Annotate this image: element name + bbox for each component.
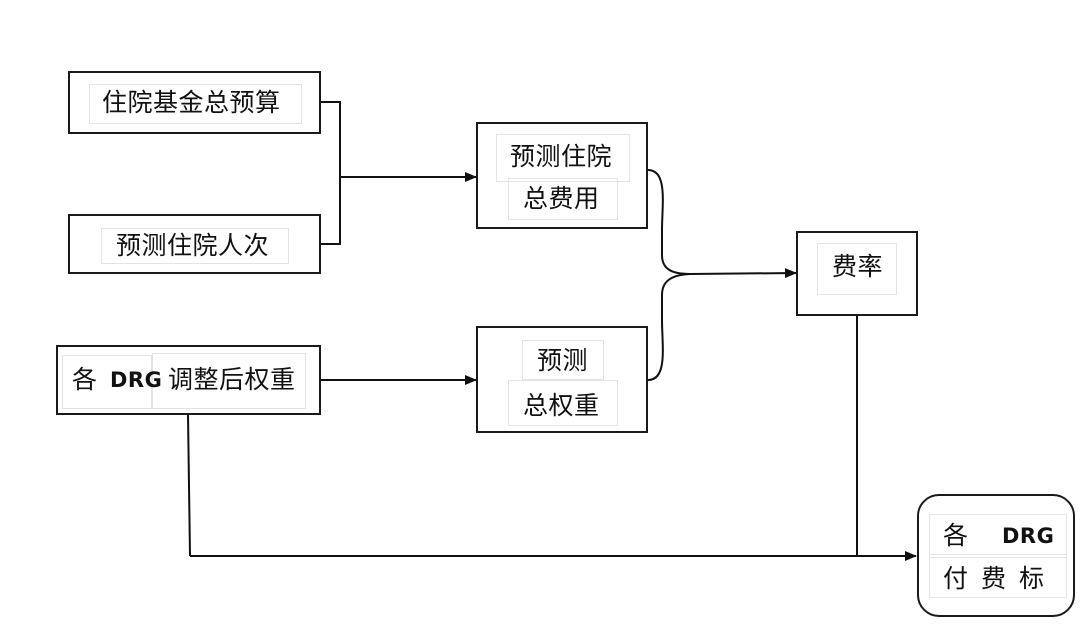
predicted-total-cost-box: 预测住院 总费用 (476, 122, 648, 229)
connector-total-cost-to-merge (647, 169, 691, 275)
rate-label: 费率 (832, 252, 884, 281)
label-frame (496, 134, 630, 182)
label-frame (522, 340, 604, 380)
rate-box: 费率 (796, 231, 918, 316)
label-frame (508, 178, 618, 220)
drg-adjusted-weight-drg: DRG (110, 368, 163, 392)
drg-adjusted-weight-box: 各 DRG 调整后权重 (56, 345, 321, 415)
hospital-fund-budget-box: 住院基金总预算 (68, 71, 321, 134)
drg-payment-standard-box: 各 DRG 付 费 标 (917, 494, 1075, 617)
drg-payment-standard-drg: DRG (1002, 524, 1055, 548)
drg-payment-standard-line2-char2: 费 (981, 564, 1007, 593)
label-frame (62, 355, 152, 409)
label-frame (152, 353, 306, 409)
label-frame (101, 228, 289, 264)
label-frame (929, 514, 1067, 558)
label-frame (929, 554, 1067, 598)
predicted-admissions-box: 预测住院人次 (68, 214, 321, 274)
predicted-total-weight-box: 预测 总权重 (476, 326, 648, 433)
drg-payment-standard-prefix: 各 (943, 521, 969, 550)
label-frame (817, 243, 897, 295)
drg-adjusted-weight-prefix: 各 (72, 365, 98, 394)
connector-total-weight-to-merge (647, 273, 691, 381)
connector-budget-admissions-bracket (320, 101, 341, 245)
predicted-total-cost-line1: 预测住院 (510, 142, 613, 171)
hospital-fund-budget-label: 住院基金总预算 (102, 88, 281, 117)
arrow-to-rate (689, 268, 797, 279)
label-frame (89, 84, 302, 124)
predicted-total-weight-line2: 总权重 (523, 391, 600, 420)
predicted-total-weight-line1: 预测 (537, 346, 589, 375)
predicted-admissions-label: 预测住院人次 (116, 231, 270, 260)
label-frame (508, 380, 618, 426)
drg-payment-standard-line2-char3: 标 (1019, 564, 1045, 593)
connector-weight-down (187, 414, 191, 557)
drg-adjusted-weight-label: 调整后权重 (168, 365, 296, 394)
predicted-total-cost-line2: 总费用 (523, 184, 600, 213)
drg-payment-standard-line2-char1: 付 (943, 564, 969, 593)
